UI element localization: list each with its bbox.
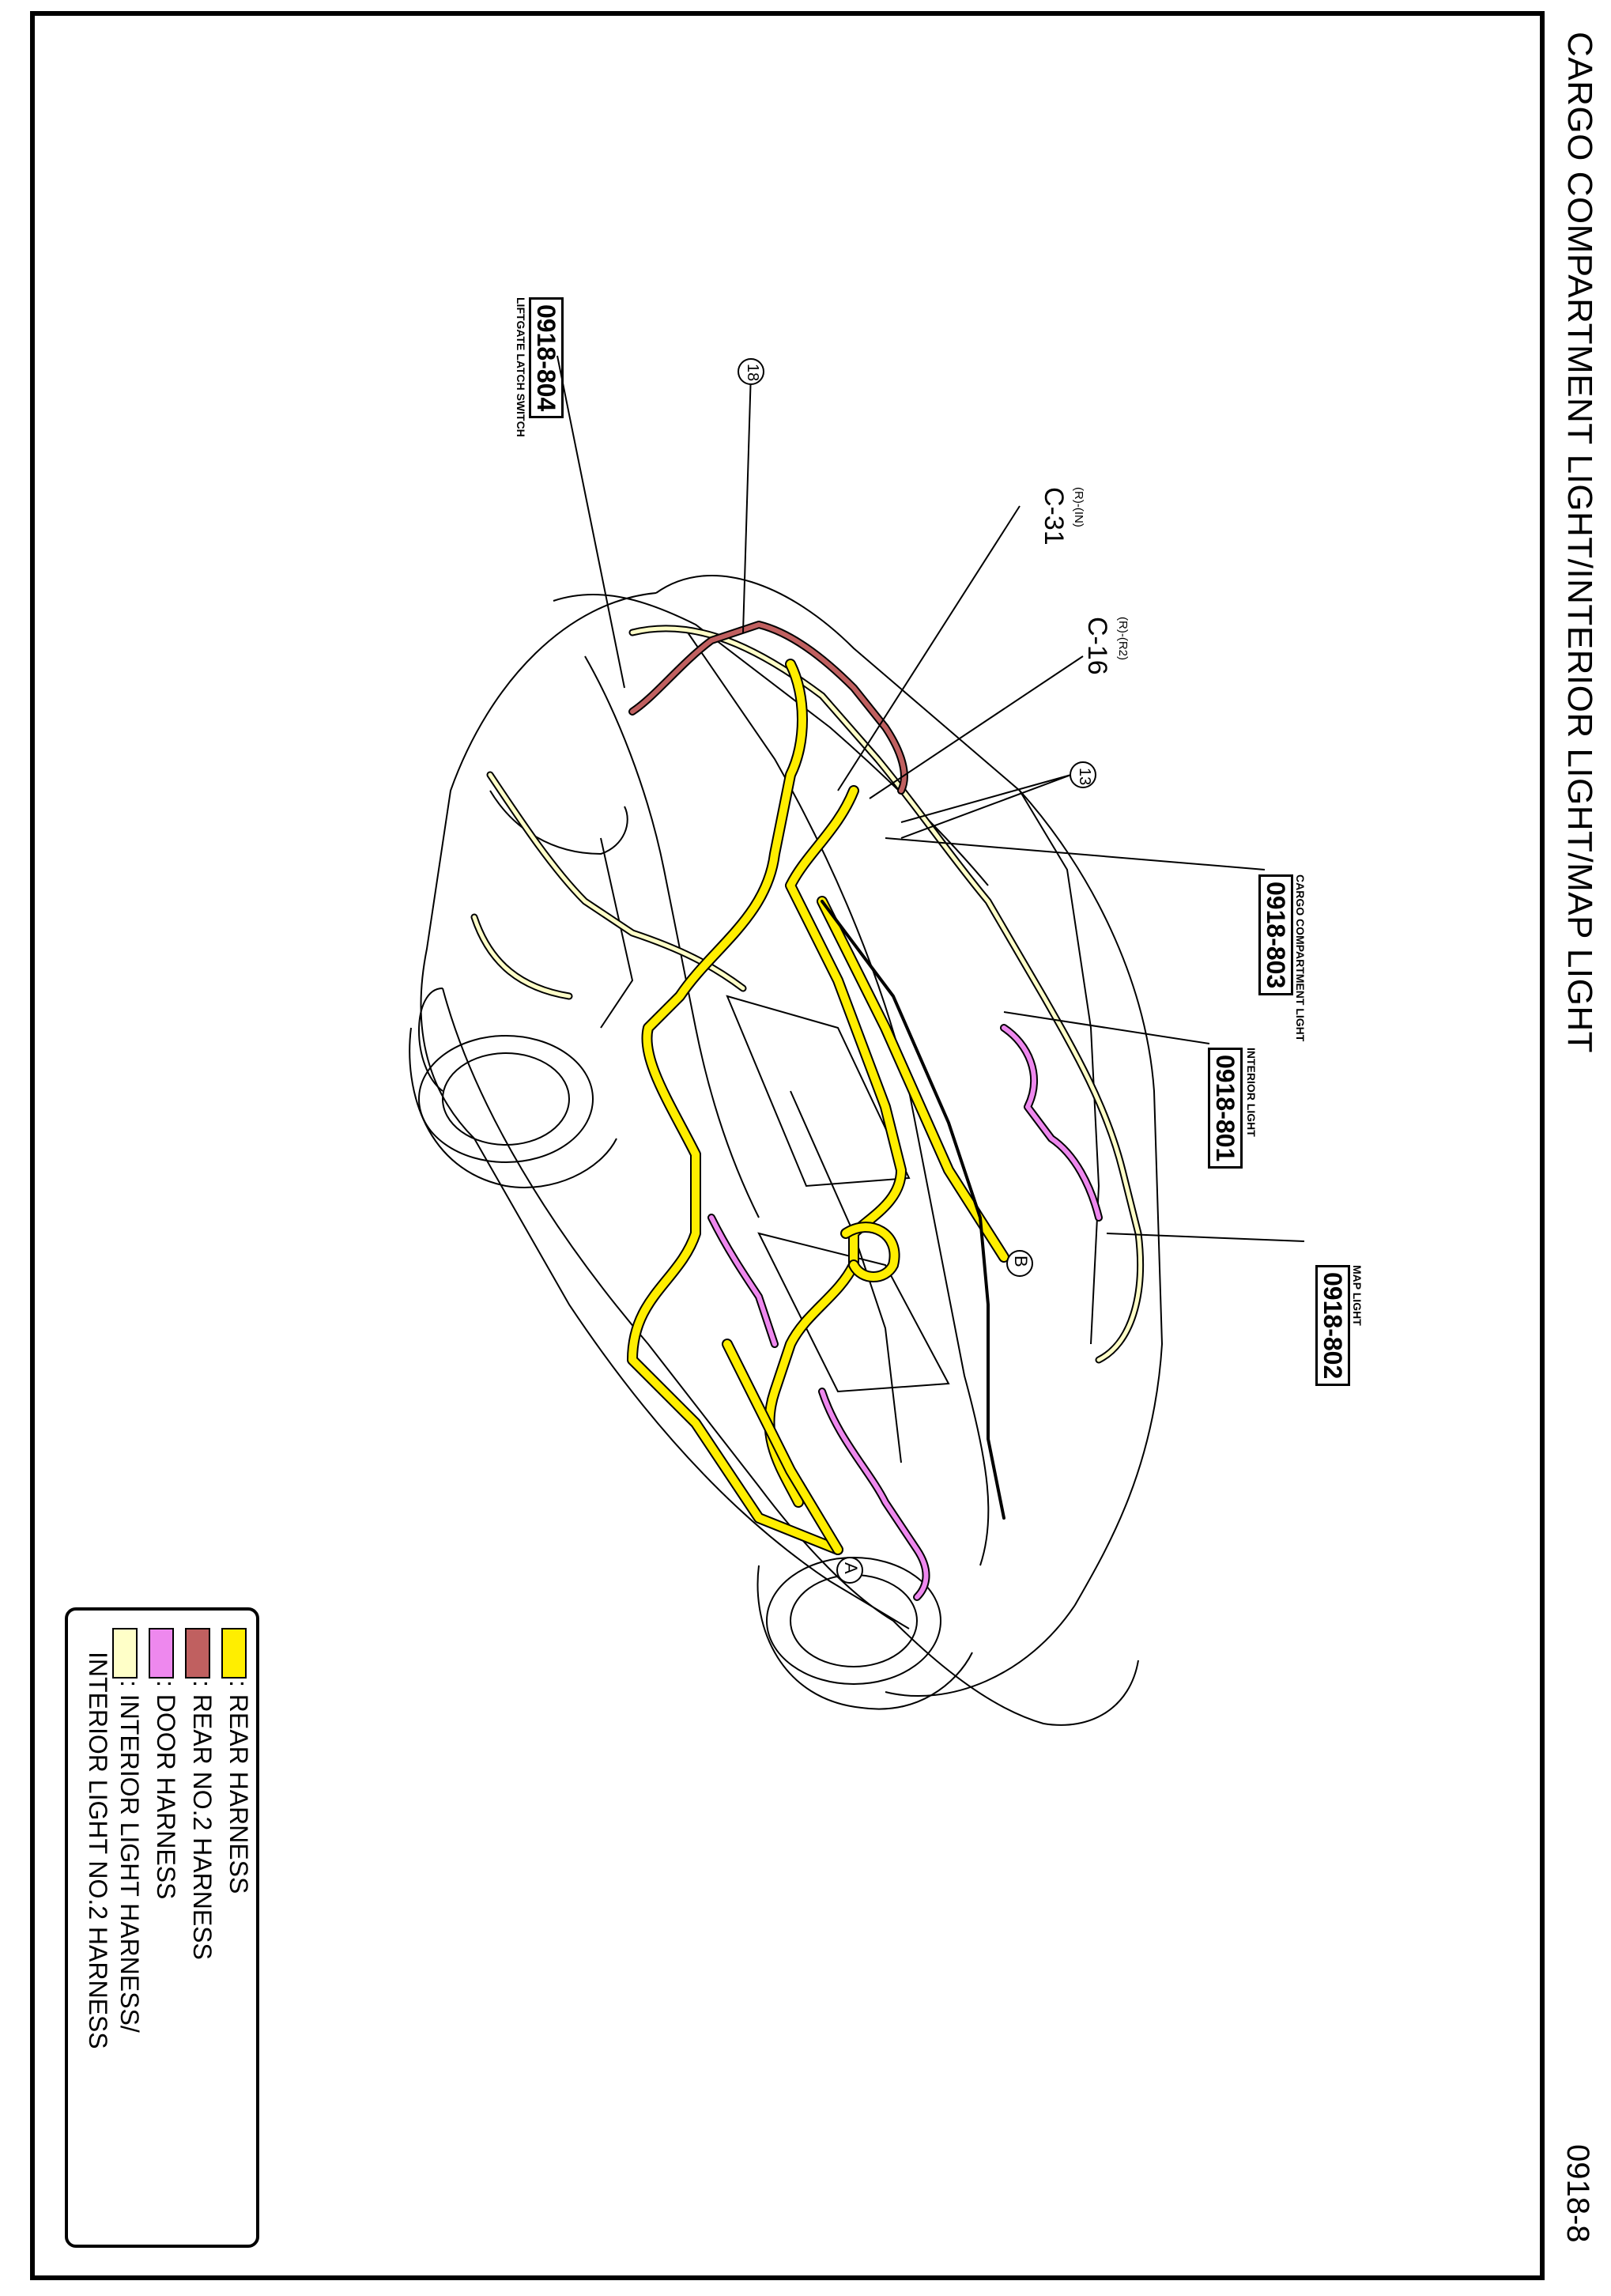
legend-swatch-door — [149, 1628, 174, 1679]
connector-a-label: A — [841, 1562, 861, 1574]
liftgate-latch-switch-name: LIFTGATE LATCH SWITCH — [515, 297, 527, 437]
legend-label-rear2: : REAR NO.2 HARNESS — [188, 1680, 217, 1960]
legend-swatch-rear2 — [185, 1628, 210, 1679]
interior-light-name: INTERIOR LIGHT — [1245, 1048, 1258, 1137]
legend-label-door: : DOOR HARNESS — [152, 1680, 180, 1900]
legend-swatch-interior — [112, 1628, 138, 1679]
page-frame — [30, 11, 1545, 2280]
harness-lines — [470, 621, 1144, 1601]
map-light-name: MAP LIGHT — [1351, 1265, 1364, 1326]
connector-markers — [738, 358, 1096, 1584]
connector-c16: C-16 — [1082, 617, 1112, 675]
connector-c31-sub: (R)-(IN) — [1072, 487, 1085, 527]
connector-13-label: 13 — [1076, 768, 1093, 786]
harness-legend: : REAR HARNESS : REAR NO.2 HARNESS : DOO… — [65, 1607, 259, 2248]
legend-label-rear: : REAR HARNESS — [224, 1680, 253, 1894]
cargo-compartment-light-code[interactable]: 0918-803 — [1258, 874, 1293, 996]
legend-label-interior: : INTERIOR LIGHT HARNESS/ — [115, 1680, 144, 2033]
wheels — [409, 1027, 973, 1710]
connector-b-label: B — [1011, 1256, 1031, 1267]
legend-swatch-rear — [221, 1628, 247, 1679]
connector-c16-sub: (R)-(R2) — [1116, 617, 1130, 660]
cargo-compartment-light-name: CARGO COMPARTMENT LIGHT — [1294, 874, 1307, 1042]
legend-label-interior-no2: INTERIOR LIGHT NO.2 HARNESS — [84, 1652, 112, 2049]
connector-18-label: 18 — [744, 364, 761, 382]
vehicle-outline — [418, 575, 1164, 1726]
leader-lines — [556, 355, 1305, 1242]
map-light-code[interactable]: 0918-802 — [1315, 1265, 1350, 1387]
connector-c31: C-31 — [1039, 487, 1069, 546]
interior-light-code[interactable]: 0918-801 — [1208, 1048, 1243, 1169]
liftgate-latch-switch-code[interactable]: 0918-804 — [529, 297, 564, 419]
